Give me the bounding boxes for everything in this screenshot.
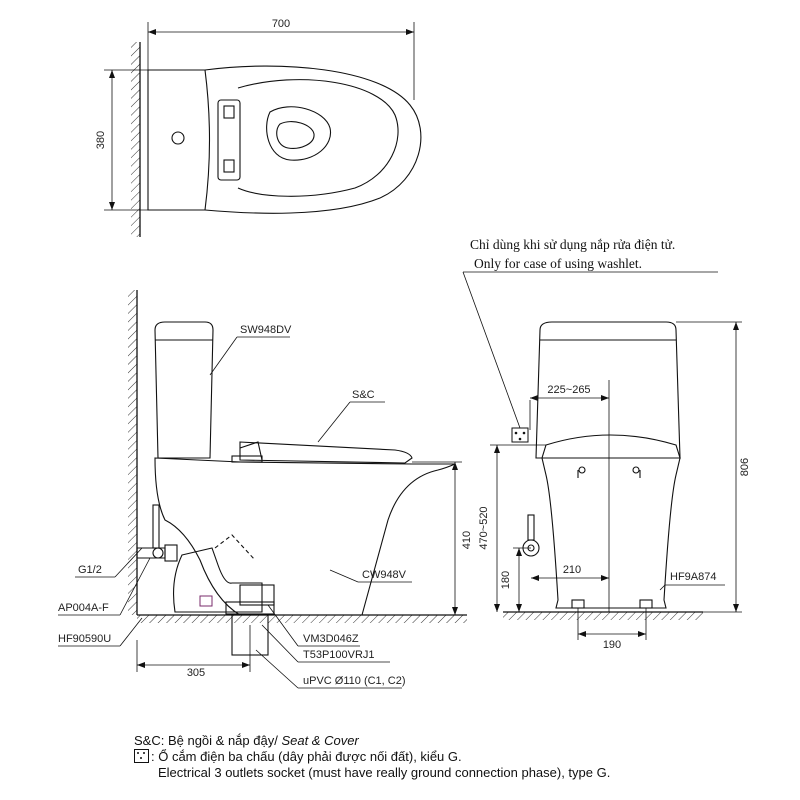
dim-supply-offset: 210 [563,564,581,576]
outlet-socket-icon [511,427,529,443]
front-view-floor-hatch [503,612,703,620]
front-view [462,271,742,640]
top-view-wall-hatch [131,42,140,237]
legend: S&C: Bệ ngồi & nắp đậy/ Seat & Cover : Ổ… [134,733,610,781]
label-adapter: VM3D046Z [303,633,359,645]
front-view-tank [535,321,681,459]
label-floor-bolt: HF9A874 [670,571,716,583]
dim-floor-to-outlet: 470~520 [478,506,490,549]
front-view-bowl [541,457,681,609]
dim-wall-to-drain: 305 [187,667,205,679]
side-view [58,290,467,689]
flush-button [171,131,185,145]
label-drain-fitting: T53P100VRJ1 [303,649,375,661]
label-bowl: CW948V [362,569,407,581]
dim-supply-height: 180 [500,571,512,589]
dim-wall-to-outlet: 225~265 [547,384,590,396]
dim-foot-spacing: 190 [603,639,621,651]
legend-socket-en-row: Electrical 3 outlets socket (must have r… [134,765,610,781]
dim-total-height: 806 [739,458,751,476]
side-view-bowl [154,457,456,616]
socket-icon [134,749,149,763]
label-stop-valve: AP004A-F [58,602,109,614]
note-washlet-en: Only for case of using washlet. [474,256,642,271]
socket-mark-side [199,595,213,607]
label-supply-thread: G1/2 [78,564,102,576]
top-view-seat [237,79,399,197]
label-wall-flange: HF90590U [58,633,111,645]
legend-socket-vi: : Ổ cắm điện ba chấu (dây phải được nối … [151,749,462,764]
side-view-trapway [173,547,263,613]
label-seat-cover: S&C [352,389,375,401]
dim-top-width: 700 [272,18,290,30]
dim-floor-to-rim: 410 [461,531,473,549]
legend-socket-vi-row: : Ổ cắm điện ba chấu (dây phải được nối … [134,749,610,765]
note-washlet-vi: Chỉ dùng khi sử dụng nắp rửa điện tử. [470,237,675,252]
side-view-seat-cover [239,441,413,464]
side-view-wall-hatch [128,290,137,615]
legend-sc-en: Seat & Cover [281,733,359,748]
label-tank: SW948DV [240,324,292,336]
side-view-tank [154,321,214,459]
top-view-bowl [204,65,422,214]
top-view-tank [147,69,211,211]
dim-top-depth: 380 [95,131,107,149]
top-view [104,22,422,237]
legend-seat-cover: S&C: Bệ ngồi & nắp đậy/ Seat & Cover [134,733,610,749]
top-view-hinge [217,99,241,181]
top-view-bowl-opening [266,106,332,161]
legend-socket-en: Electrical 3 outlets socket (must have r… [158,765,611,780]
legend-sc-prefix: S&C: Bệ ngồi & nắp đậy/ [134,733,278,748]
side-view-floor-hatch [137,615,467,623]
front-view-seat [541,434,681,459]
label-drain-pipe: uPVC Ø110 (C1, C2) [303,675,406,687]
